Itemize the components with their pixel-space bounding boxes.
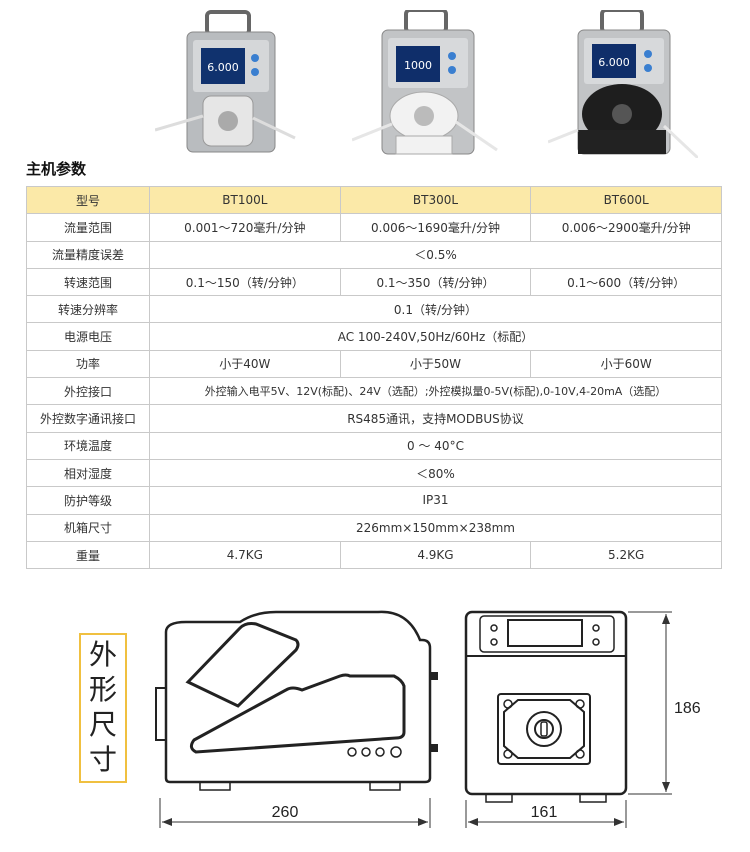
value-cell: 0.1～600（转/分钟） [530,267,722,297]
pump-screen-text: 1000 [404,59,432,72]
dimension-drawing: 260 161 186 外形尺寸 [79,610,701,828]
pump-image-bt600l: 6.000 [548,10,698,158]
value-cell: 0.006～2900毫升/分钟 [530,213,722,242]
front-view-outline [464,610,628,796]
product-photos: 6.000 1000 6.000 [0,0,750,160]
dimension-title: 外形尺寸 [89,638,117,776]
value-cell: 0.1～150（转/分钟） [149,267,341,297]
dimension-title-char: 尺 [89,708,117,741]
width-dimension-label: 260 [272,804,299,821]
pump-image-bt300l: 1000 [352,10,498,155]
value-cell: ＜80% [149,458,722,488]
value-cell: AC 100-240V,50Hz/60Hz（标配） [149,322,722,351]
dimension-title-char: 外 [89,638,117,671]
side-view-inset-upper [185,622,300,708]
value-cell: 4.7KG [149,540,341,570]
table-row: 流量精度误差＜0.5% [26,240,722,269]
value-cell: 226mm×150mm×238mm [149,513,722,542]
row-label-cell: 转速分辨率 [26,295,150,324]
row-label-cell: 转速范围 [26,267,150,297]
value-cell: 0.006～1690毫升/分钟 [339,213,532,242]
row-label-cell: 功率 [26,349,150,379]
value-cell: 小于40W [149,349,341,379]
value-cell: 小于50W [339,349,532,379]
depth-dimension-label: 161 [531,804,558,821]
value-cell: 0.1（转/分钟） [149,295,722,324]
dimension-title-char: 寸 [89,743,117,776]
row-label-cell: 流量精度误差 [26,240,150,269]
table-row: 相对湿度＜80% [26,458,722,488]
dimension-title-box [79,633,127,783]
value-cell: ＜0.5% [149,240,722,269]
table-row: 外控接口外控输入电平5V、12V(标配)、24V（选配）;外控模拟量0-5V(标… [26,377,722,406]
height-dimension-label: 186 [674,700,701,717]
dimension-title-char: 形 [89,673,117,706]
row-label-cell: 防护等级 [26,486,150,515]
side-view-outline [164,610,432,784]
row-label-cell: 相对湿度 [26,458,150,488]
row-label-cell: 环境温度 [26,431,150,460]
row-label-cell: 外控接口 [26,377,150,406]
pump-screen-text: 6.000 [207,61,239,74]
value-cell: 5.2KG [530,540,722,570]
side-view-inset-lower [189,673,406,754]
section-heading: 主机参数 [26,160,87,178]
row-label-cell: 电源电压 [26,322,150,351]
pump-image-bt100l: 6.000 [155,10,296,153]
value-cell: 0.1～350（转/分钟） [339,267,532,297]
row-label-cell: 重量 [26,540,150,570]
header-model-cell: BT300L [339,185,532,215]
value-cell: 小于60W [530,349,722,379]
value-cell: 外控输入电平5V、12V(标配)、24V（选配）;外控模拟量0-5V(标配),0… [149,377,722,406]
value-cell: 0 ～ 40°C [149,431,722,460]
value-cell: 4.9KG [339,540,532,570]
row-label-cell: 外控数字通讯接口 [26,404,150,433]
value-cell: RS485通讯，支持MODBUS协议 [149,404,722,433]
header-model-cell: BT100L [149,185,341,215]
row-label-cell: 机箱尺寸 [26,513,150,542]
row-label-cell: 流量范围 [26,213,150,242]
value-cell: 0.001～720毫升/分钟 [149,213,341,242]
header-model-cell: BT600L [530,185,722,215]
header-label-cell: 型号 [26,185,150,215]
value-cell: IP31 [149,486,722,515]
pump-screen-text: 6.000 [598,56,630,69]
